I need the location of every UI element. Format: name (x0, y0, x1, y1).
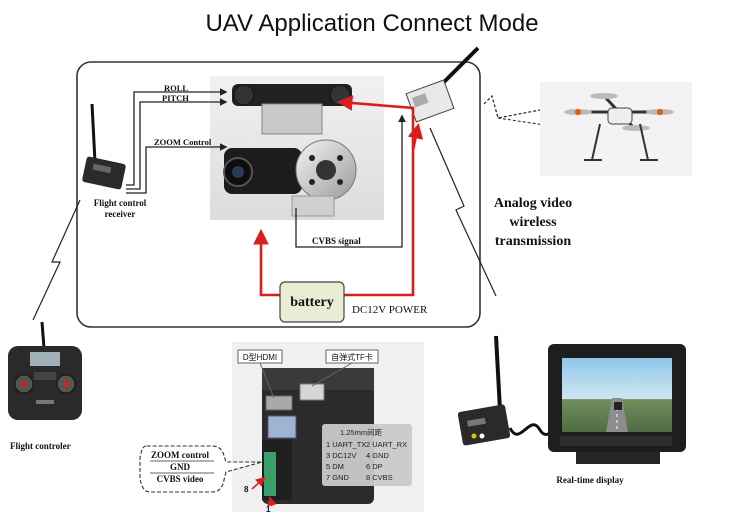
pin-1-label: 1 UART_TX (326, 440, 366, 449)
callout-gnd: GND (170, 462, 191, 472)
drone-image (540, 82, 692, 176)
pin-ruler-label: 1.25mm间距 (340, 428, 383, 437)
video-receiver-image (457, 335, 511, 446)
pitch-label: PITCH (162, 93, 189, 103)
flight-control-receiver-image (82, 103, 126, 190)
power-line-to-gimbal (336, 95, 415, 297)
pin-8-arrow (251, 476, 266, 490)
callout-cvbs-video: CVBS video (157, 474, 204, 484)
cvbs-signal-label: CVBS signal (312, 236, 361, 246)
video-wireless-link (429, 127, 497, 297)
cvbs-signal-line (295, 114, 406, 248)
video-transmitter-image (405, 46, 480, 123)
flight-controller-image (8, 321, 82, 420)
page-title: UAV Application Connect Mode (205, 10, 538, 37)
flight-control-receiver-label-2: receiver (105, 209, 136, 219)
tf-tag-label: 自弹式TF卡 (331, 352, 373, 362)
pitch-wire (126, 98, 228, 190)
pin-1-number: 1 (266, 505, 271, 514)
pin-definition-card (322, 424, 412, 486)
battery-box (279, 281, 345, 323)
analog-video-label-1: Analog video (494, 196, 572, 211)
analog-video-label-2: wireless (509, 215, 557, 230)
callout-zoom-control: ZOOM control (151, 450, 210, 460)
pin-4-label: 4 GND (366, 451, 390, 460)
pin-7-label: 7 GND (326, 473, 350, 482)
pin-6-label: 6 DP (366, 462, 383, 471)
pin-8-label: 8 CVBS (366, 473, 393, 482)
pin-5-label: 5 DM (326, 462, 344, 471)
monitor-image (548, 344, 686, 464)
rc-wireless-link (32, 199, 81, 321)
analog-video-label-3: transmission (495, 234, 571, 249)
pin-8-number: 8 (244, 485, 249, 494)
pin-2-label: 2 UART_RX (366, 440, 407, 449)
zoom-control-label: ZOOM Control (154, 137, 212, 147)
flight-control-receiver-label: Flight control (94, 198, 147, 208)
pin-1-arrow (267, 496, 277, 507)
system-frame (76, 61, 481, 328)
hdmi-tag-label: D型HDMI (243, 353, 277, 362)
roll-wire (126, 88, 228, 186)
roll-label: ROLL (164, 83, 188, 93)
power-line-to-transmitter (407, 122, 424, 151)
dc12v-power-label: DC12V POWER (352, 304, 428, 316)
battery-label: battery (290, 295, 334, 310)
connector-callout-bubble (139, 445, 263, 493)
gimbal-camera-image (210, 76, 384, 220)
drone-wireless-link (483, 94, 541, 119)
power-line-to-camera (253, 228, 280, 297)
flight-controller-label: Flight controler (10, 441, 71, 451)
zoom-wire (126, 143, 228, 194)
realtime-display-label: Real-time display (556, 475, 624, 485)
pin-3-label: 3 DC12V (326, 451, 356, 460)
